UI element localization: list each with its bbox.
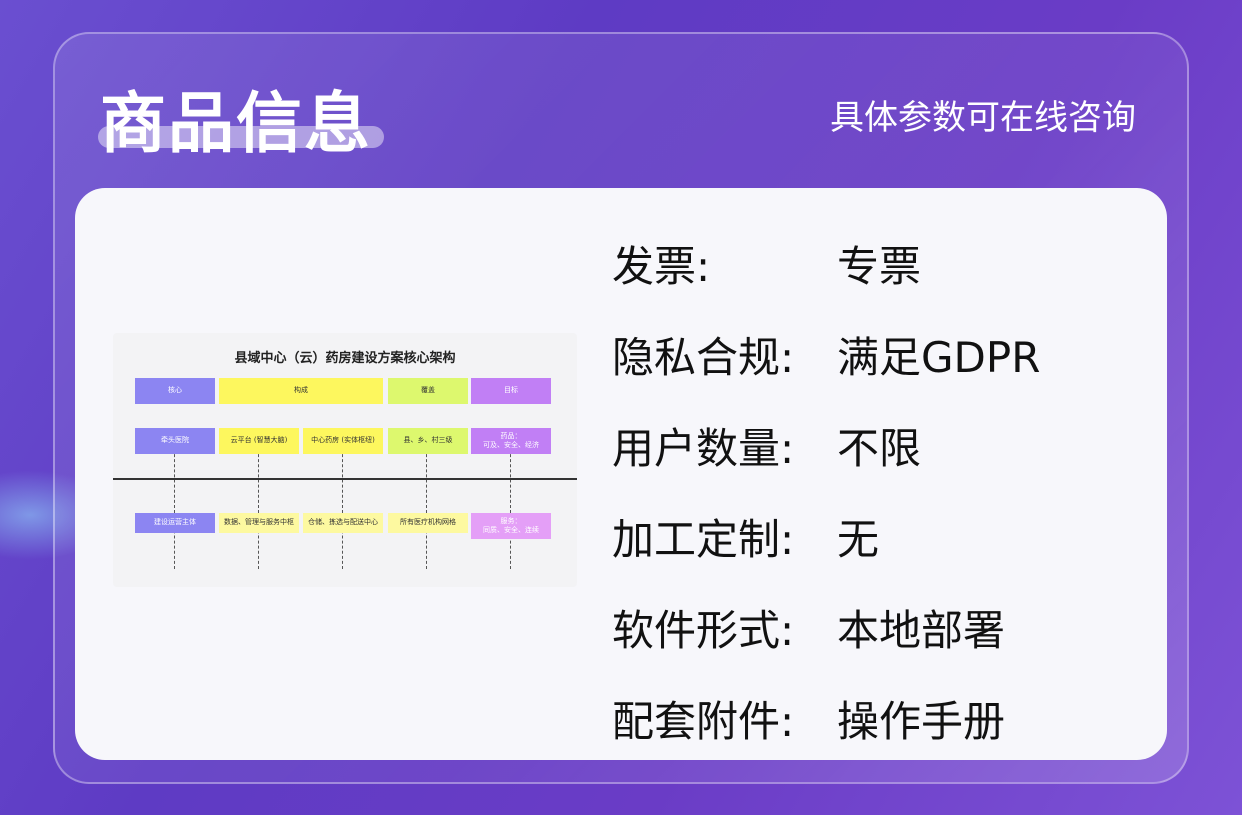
diagram-connector: [258, 449, 259, 569]
diagram-divider: [113, 478, 577, 480]
spec-row-accessories: 配套附件: 操作手册: [612, 673, 1132, 764]
diagram-connector: [510, 449, 511, 569]
diagram-box: 仓储、拣选与配送中心: [303, 513, 383, 533]
diagram-box: 所有医疗机构网格: [388, 513, 468, 533]
diagram-header-core: 核心: [135, 378, 215, 404]
diagram-box: 建设运营主体: [135, 513, 215, 533]
spec-value: 无: [837, 515, 880, 564]
spec-value: 不限: [837, 424, 922, 473]
spec-label: 软件形式:: [612, 606, 795, 655]
diagram-header-goal: 目标: [471, 378, 551, 404]
diagram-box: 云平台 (智慧大脑): [219, 428, 299, 454]
spec-row-software-form: 软件形式: 本地部署: [612, 582, 1132, 673]
diagram-box: 数据、管理与服务中枢: [219, 513, 299, 533]
diagram-box: 中心药房 (实体枢纽): [303, 428, 383, 454]
diagram-box: 牵头医院: [135, 428, 215, 454]
diagram-header-composition: 构成: [219, 378, 383, 404]
spec-value: 操作手册: [837, 697, 1006, 746]
diagram-box: 药品： 可及、安全、经济: [471, 428, 551, 454]
spec-value: 本地部署: [837, 606, 1006, 655]
spec-label: 配套附件:: [612, 697, 795, 746]
diagram-connector: [342, 449, 343, 569]
diagram-box: 服务： 同质、安全、连续: [471, 513, 551, 539]
diagram-box: 县、乡、村三级: [388, 428, 468, 454]
diagram-connector: [174, 449, 175, 569]
title-highlight: [98, 126, 384, 148]
spec-row-invoice: 发票: 专票: [612, 218, 1132, 309]
spec-label: 发票:: [612, 242, 711, 291]
spec-label: 用户数量:: [612, 424, 795, 473]
spec-list: 发票: 专票 隐私合规: 满足GDPR 用户数量: 不限 加工定制: 无 软件形…: [612, 218, 1132, 764]
spec-value: 满足GDPR: [837, 333, 1041, 382]
diagram-header-coverage: 覆盖: [388, 378, 468, 404]
spec-row-privacy: 隐私合规: 满足GDPR: [612, 309, 1132, 400]
spec-value: 专票: [837, 242, 922, 291]
diagram-title: 县域中心（云）药房建设方案核心架构: [234, 351, 456, 366]
diagram-connector: [426, 449, 427, 569]
spec-label: 隐私合规:: [612, 333, 795, 382]
page-title: 商品信息: [100, 85, 372, 162]
spec-label: 加工定制:: [612, 515, 795, 564]
architecture-diagram-image: 县域中心（云）药房建设方案核心架构 核心 构成 覆盖 目标 牵头医院 云平台 (…: [113, 333, 577, 587]
spec-row-customization: 加工定制: 无: [612, 491, 1132, 582]
title-block: 商品信息: [98, 66, 398, 162]
spec-row-users: 用户数量: 不限: [612, 400, 1132, 491]
content-panel: 县域中心（云）药房建设方案核心架构 核心 构成 覆盖 目标 牵头医院 云平台 (…: [75, 188, 1167, 760]
page-subtitle: 具体参数可在线咨询: [830, 98, 1136, 138]
